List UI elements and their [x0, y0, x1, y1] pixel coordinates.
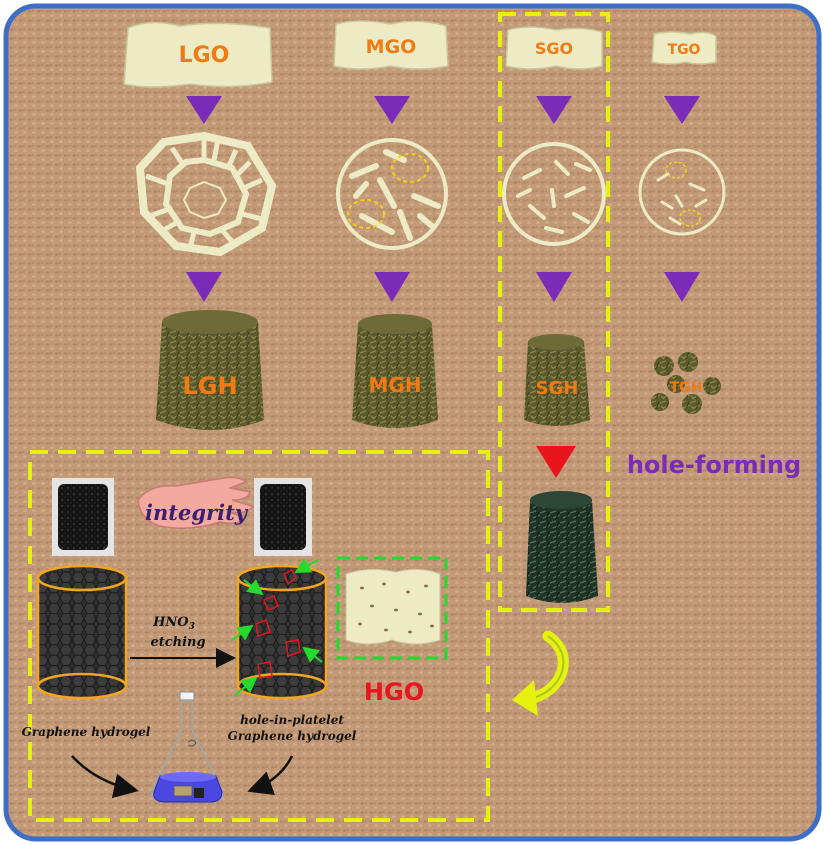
lgo-sheet: LGO [123, 21, 273, 88]
mgh-hydrogel: MGH [352, 314, 438, 428]
hole-forming-label: hole-forming [627, 451, 801, 479]
hgo-green-box [336, 556, 448, 660]
tgh-label: TGH [670, 380, 703, 396]
lgh-label: LGH [182, 372, 237, 400]
tgo-label: TGO [668, 42, 701, 58]
process-arrow-mgo-2 [374, 272, 410, 302]
process-arrow-lgo [186, 96, 222, 124]
process-arrow-sgo [536, 96, 572, 124]
mgh-label: MGH [368, 373, 421, 397]
reaction-arrow-red [536, 446, 576, 478]
mgo-sheet: MGO [333, 20, 449, 70]
mgo-assembly-circle [336, 138, 448, 250]
graphene-hydrogel-cylinder [36, 564, 128, 700]
process-arrow-mgo [374, 96, 410, 124]
mgo-label: MGO [366, 36, 417, 58]
tgo-assembly-circle [638, 148, 726, 236]
sgh-label: SGH [536, 378, 579, 399]
lgh-hydrogel: LGH [156, 310, 264, 430]
arrow-to-flask-right [247, 755, 294, 796]
lgo-label: LGO [179, 43, 230, 68]
etching-label: etching [150, 635, 205, 650]
process-arrow-sgo-2 [536, 272, 572, 302]
hole-in-platelet-caption-line1: hole-in-platelet [240, 713, 344, 727]
arrow-to-flask-left [71, 755, 139, 799]
hand-integrity-icon: integrity [137, 476, 253, 529]
curved-arrow-head [512, 680, 538, 716]
hole-in-platelet-caption-line2: Graphene hydrogel [228, 729, 357, 743]
lgo-assembly-circle [135, 131, 277, 257]
tgh-hydrogel: TGH [651, 352, 721, 414]
process-arrow-tgo-2 [664, 272, 700, 302]
hgo-process-box [28, 450, 490, 822]
hgo-label: HGO [364, 678, 424, 706]
sgh-hydrogel: SGH [524, 334, 590, 426]
sgo-label: SGO [535, 39, 573, 58]
sgo-sheet: SGO [505, 26, 603, 70]
tgo-sheet: TGO [651, 31, 717, 65]
hno3-label: HNO3 [152, 615, 195, 632]
hgo-sheet [345, 568, 441, 645]
hole-in-platelet-cylinder [231, 558, 328, 700]
process-arrow-tgo [664, 96, 700, 124]
dark-hydrogel [526, 491, 598, 603]
process-arrow-lgo-2 [186, 272, 222, 302]
integrity-label: integrity [145, 500, 249, 525]
sgo-dashed-box [498, 12, 610, 612]
graphene-hydrogel-photo-right [254, 478, 312, 556]
flask-icon [151, 691, 224, 803]
graphene-hydrogel-caption: Graphene hydrogel [22, 725, 151, 739]
sgo-assembly-circle [502, 142, 606, 246]
graphene-hydrogel-photo-left [52, 478, 114, 556]
